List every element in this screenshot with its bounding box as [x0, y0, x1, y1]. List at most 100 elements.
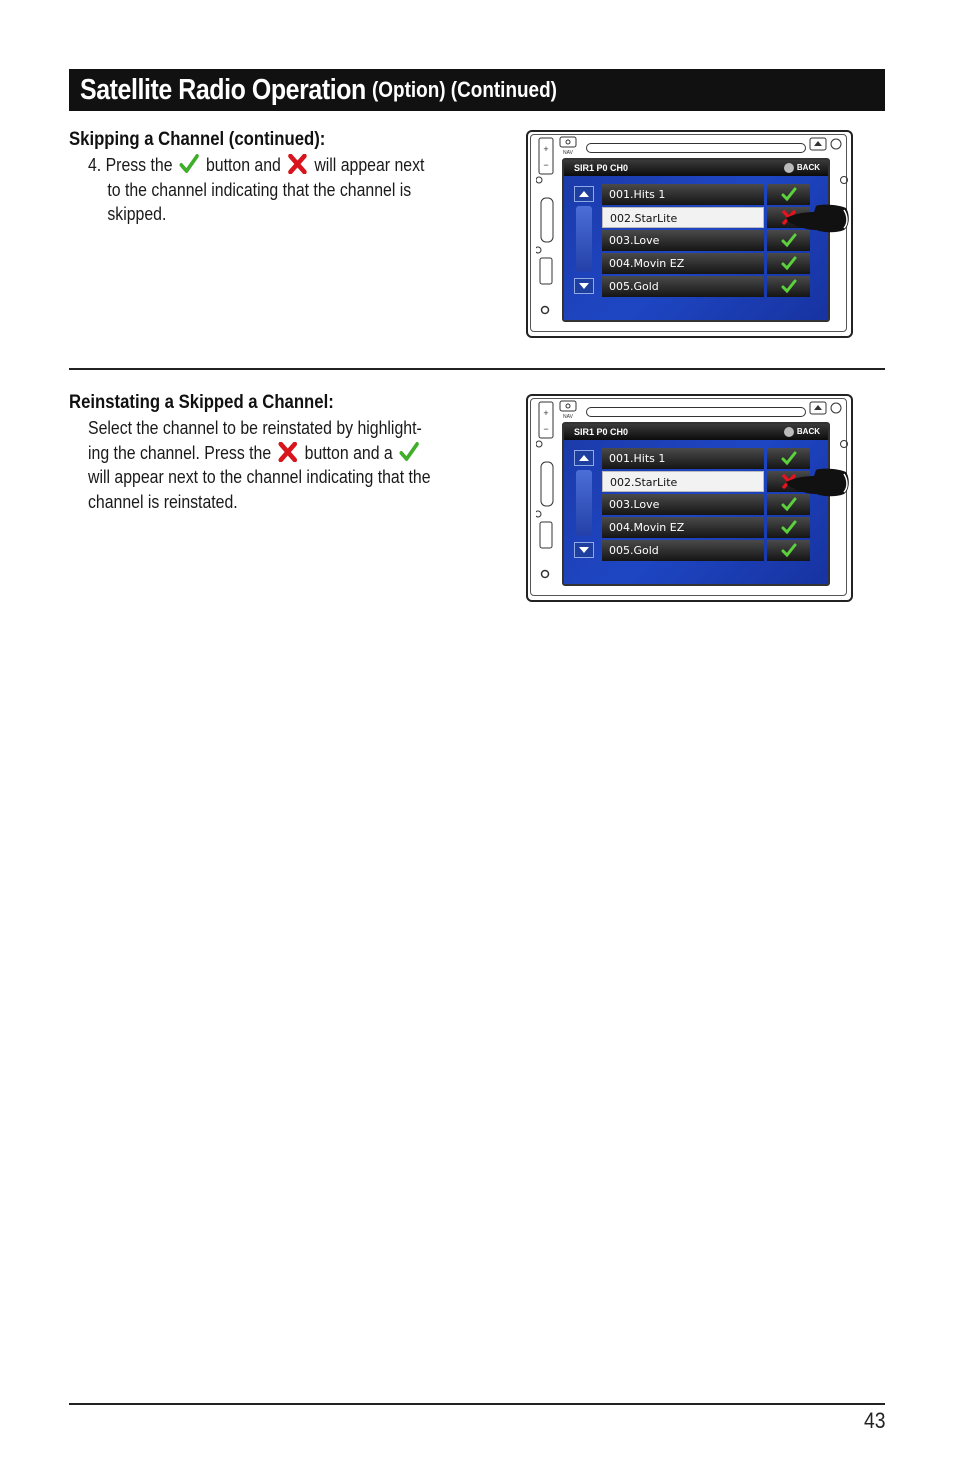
- channel-toggle[interactable]: [767, 276, 810, 297]
- scroll-up-button[interactable]: [574, 450, 594, 466]
- side-controls: + −: [536, 137, 554, 315]
- check-icon: [179, 154, 199, 181]
- check-icon: [781, 233, 797, 248]
- channel-toggle[interactable]: [767, 494, 810, 515]
- channel-status-label: SIR1 P0 CH0: [574, 427, 629, 437]
- section-title-bar: Satellite Radio Operation (Option) (Cont…: [69, 69, 885, 111]
- channel-name: 005.Gold: [602, 276, 764, 297]
- channel-toggle[interactable]: [767, 517, 810, 538]
- scroll-column: [574, 450, 595, 560]
- text-button-and: button and: [205, 155, 281, 175]
- check-icon: [781, 187, 797, 202]
- channel-row[interactable]: 005.Gold: [602, 276, 810, 297]
- text-will-appear-next: will appear next: [314, 155, 425, 175]
- channel-name: 005.Gold: [602, 540, 764, 561]
- screen-status-bar: SIR1 P0 CH0 BACK: [564, 160, 828, 176]
- text-line-1: Select the channel to be reinstated by h…: [88, 418, 422, 438]
- lcd-screen: SIR1 P0 CH0 BACK 001.Hits 1 002.StarLite…: [562, 158, 830, 322]
- text-press-the: ing the channel. Press the: [88, 442, 272, 463]
- channel-toggle[interactable]: [767, 253, 810, 274]
- channel-row-selected[interactable]: 002.StarLite: [602, 207, 810, 228]
- channel-name: 004.Movin EZ: [602, 517, 764, 538]
- back-icon: [783, 163, 794, 173]
- scroll-up-button[interactable]: [574, 186, 594, 202]
- check-icon: [781, 520, 797, 535]
- channel-row[interactable]: 004.Movin EZ: [602, 517, 810, 538]
- channel-row[interactable]: 003.Love: [602, 230, 810, 251]
- scroll-track[interactable]: [576, 470, 592, 536]
- scroll-column: [574, 186, 595, 296]
- channel-row-selected[interactable]: 002.StarLite: [602, 471, 810, 492]
- text-line-3: skipped.: [107, 204, 167, 224]
- skipping-instructions: 4. Press the button and will appear next…: [88, 153, 424, 227]
- back-icon: [783, 427, 794, 437]
- head-unit-illustration-reinstate: + − NAV SIR1 P0 CH0 BACK: [526, 394, 853, 602]
- disc-slot: [586, 143, 806, 153]
- svg-text:−: −: [543, 160, 548, 170]
- channel-name: 003.Love: [602, 494, 764, 515]
- device-inner-frame: [530, 134, 847, 332]
- nav-button-icon: NAV: [559, 400, 577, 420]
- channel-row[interactable]: 004.Movin EZ: [602, 253, 810, 274]
- reinstating-instructions: Select the channel to be reinstated by h…: [88, 416, 431, 514]
- scroll-down-button[interactable]: [574, 542, 594, 558]
- svg-text:NAV: NAV: [563, 414, 574, 420]
- scroll-track[interactable]: [576, 206, 592, 272]
- side-controls: + −: [536, 401, 554, 579]
- check-icon: [781, 543, 797, 558]
- check-icon: [781, 256, 797, 271]
- pointing-finger-icon: [786, 468, 849, 497]
- scroll-down-button[interactable]: [574, 278, 594, 294]
- channel-name: 004.Movin EZ: [602, 253, 764, 274]
- text-button-and-a: button and a: [304, 442, 393, 463]
- text-line-3: will appear next to the channel indicati…: [88, 467, 431, 487]
- down-arrow-icon: [579, 547, 589, 553]
- eject-icon: [809, 137, 842, 151]
- text-line-2: to the channel indicating that the chann…: [107, 179, 412, 200]
- eject-icon: [809, 401, 842, 415]
- channel-row[interactable]: 005.Gold: [602, 540, 810, 561]
- channel-row[interactable]: 001.Hits 1: [602, 184, 810, 205]
- cross-icon: [288, 153, 307, 181]
- footer-rule: [69, 1403, 885, 1405]
- screen-status-bar: SIR1 P0 CH0 BACK: [564, 424, 828, 440]
- channel-name: 001.Hits 1: [602, 184, 764, 205]
- svg-text:+: +: [543, 144, 548, 154]
- channel-row[interactable]: 001.Hits 1: [602, 448, 810, 469]
- cross-icon: [278, 441, 298, 469]
- reset-hole: [840, 440, 848, 448]
- channel-name: 003.Love: [602, 230, 764, 251]
- svg-text:−: −: [543, 424, 548, 434]
- disc-slot: [586, 407, 806, 417]
- text-line-4: channel is reinstated.: [88, 491, 238, 512]
- channel-name: 002.StarLite: [602, 471, 764, 492]
- up-arrow-icon: [579, 455, 589, 461]
- down-arrow-icon: [579, 283, 589, 289]
- svg-text:NAV: NAV: [563, 150, 574, 156]
- channel-toggle[interactable]: [767, 540, 810, 561]
- section-divider: [69, 368, 885, 370]
- channel-toggle[interactable]: [767, 184, 810, 205]
- page-subtitle: (Option) (Continued): [372, 77, 558, 102]
- svg-text:+: +: [543, 408, 548, 418]
- page-number: 43: [863, 1408, 885, 1433]
- text-press-the: 4. Press the: [88, 155, 173, 175]
- channel-row[interactable]: 003.Love: [602, 494, 810, 515]
- channel-toggle[interactable]: [767, 230, 810, 251]
- head-unit-illustration-skip: + − NAV SIR1 P0 CH0 BACK: [526, 130, 853, 338]
- channel-toggle[interactable]: [767, 448, 810, 469]
- check-icon: [781, 451, 797, 466]
- channel-name: 001.Hits 1: [602, 448, 764, 469]
- channel-status-label: SIR1 P0 CH0: [574, 163, 629, 173]
- page-title: Satellite Radio Operation: [80, 73, 366, 106]
- back-button[interactable]: BACK: [783, 160, 820, 176]
- reinstating-heading: Reinstating a Skipped a Channel:: [69, 392, 334, 413]
- back-button[interactable]: BACK: [783, 424, 820, 440]
- check-icon: [781, 279, 797, 294]
- skipping-heading: Skipping a Channel (continued):: [69, 129, 326, 150]
- pointing-finger-icon: [786, 204, 849, 233]
- reset-hole: [840, 176, 848, 184]
- nav-button-icon: NAV: [559, 136, 577, 156]
- up-arrow-icon: [579, 191, 589, 197]
- lcd-screen: SIR1 P0 CH0 BACK 001.Hits 1 002.StarLite…: [562, 422, 830, 586]
